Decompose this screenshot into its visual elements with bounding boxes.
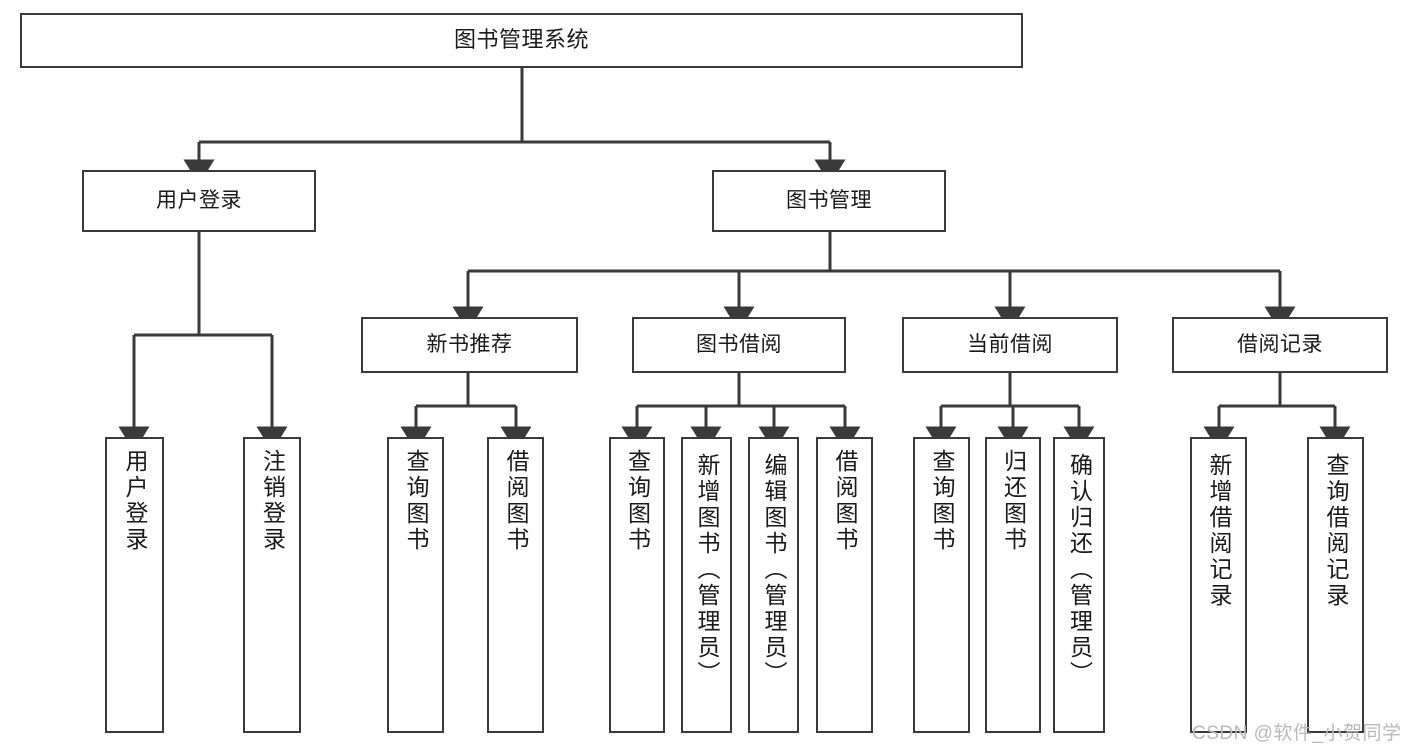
node-book-management-label: 图书管理 — [786, 189, 872, 213]
node-leaf-return-book[interactable]: 归还图书 — [985, 437, 1041, 733]
node-new-book-recommend-label: 新书推荐 — [426, 333, 513, 357]
leaf-query-book-2-label: 查询图书 — [624, 449, 651, 553]
node-borrow-record-label: 借阅记录 — [1237, 333, 1323, 357]
leaf-borrow-book-1-label: 借阅图书 — [503, 449, 529, 553]
node-current-borrow-label: 当前借阅 — [967, 333, 1053, 357]
node-user-login-label: 用户登录 — [156, 189, 242, 213]
leaf-user-login-label: 用户登录 — [122, 449, 148, 553]
node-leaf-add-record[interactable]: 新增借阅记录 — [1190, 437, 1247, 733]
node-leaf-query-record[interactable]: 查询借阅记录 — [1307, 437, 1364, 733]
csdn-watermark: CSDN @软件_小贺同学 — [1192, 723, 1402, 744]
node-leaf-borrow-book-1[interactable]: 借阅图书 — [487, 437, 544, 733]
node-current-borrow[interactable]: 当前借阅 — [902, 317, 1118, 373]
leaf-logout-label: 注销登录 — [259, 449, 286, 553]
node-root-label: 图书管理系统 — [453, 27, 589, 53]
node-book-borrow[interactable]: 图书借阅 — [632, 317, 846, 373]
node-leaf-query-book-2[interactable]: 查询图书 — [609, 437, 665, 733]
leaf-borrow-book-2-label: 借阅图书 — [832, 449, 858, 553]
node-leaf-logout[interactable]: 注销登录 — [243, 437, 301, 733]
node-leaf-query-book-1[interactable]: 查询图书 — [387, 437, 444, 733]
node-user-login[interactable]: 用户登录 — [82, 170, 316, 232]
leaf-return-book-label: 归还图书 — [1000, 449, 1027, 553]
leaf-query-record-label: 查询借阅记录 — [1323, 453, 1349, 609]
leaf-edit-book-label: 编辑图书（管理员） — [761, 453, 787, 687]
node-new-book-recommend[interactable]: 新书推荐 — [361, 317, 578, 373]
leaf-query-book-1-label: 查询图书 — [403, 449, 429, 553]
node-leaf-add-book[interactable]: 新增图书（管理员） — [681, 437, 732, 733]
node-leaf-query-book-3[interactable]: 查询图书 — [913, 437, 970, 733]
node-leaf-edit-book[interactable]: 编辑图书（管理员） — [748, 437, 799, 733]
node-book-borrow-label: 图书借阅 — [696, 333, 782, 357]
node-borrow-record[interactable]: 借阅记录 — [1172, 317, 1388, 373]
node-root[interactable]: 图书管理系统 — [20, 13, 1023, 68]
leaf-query-book-3-label: 查询图书 — [929, 449, 955, 553]
leaf-add-record-label: 新增借阅记录 — [1206, 453, 1232, 609]
node-leaf-confirm-return[interactable]: 确认归还（管理员） — [1053, 437, 1105, 733]
node-leaf-user-login[interactable]: 用户登录 — [105, 437, 164, 733]
node-book-management[interactable]: 图书管理 — [712, 170, 946, 232]
node-leaf-borrow-book-2[interactable]: 借阅图书 — [816, 437, 873, 733]
leaf-confirm-return-label: 确认归还（管理员） — [1066, 453, 1093, 687]
leaf-add-book-label: 新增图书（管理员） — [694, 453, 720, 687]
